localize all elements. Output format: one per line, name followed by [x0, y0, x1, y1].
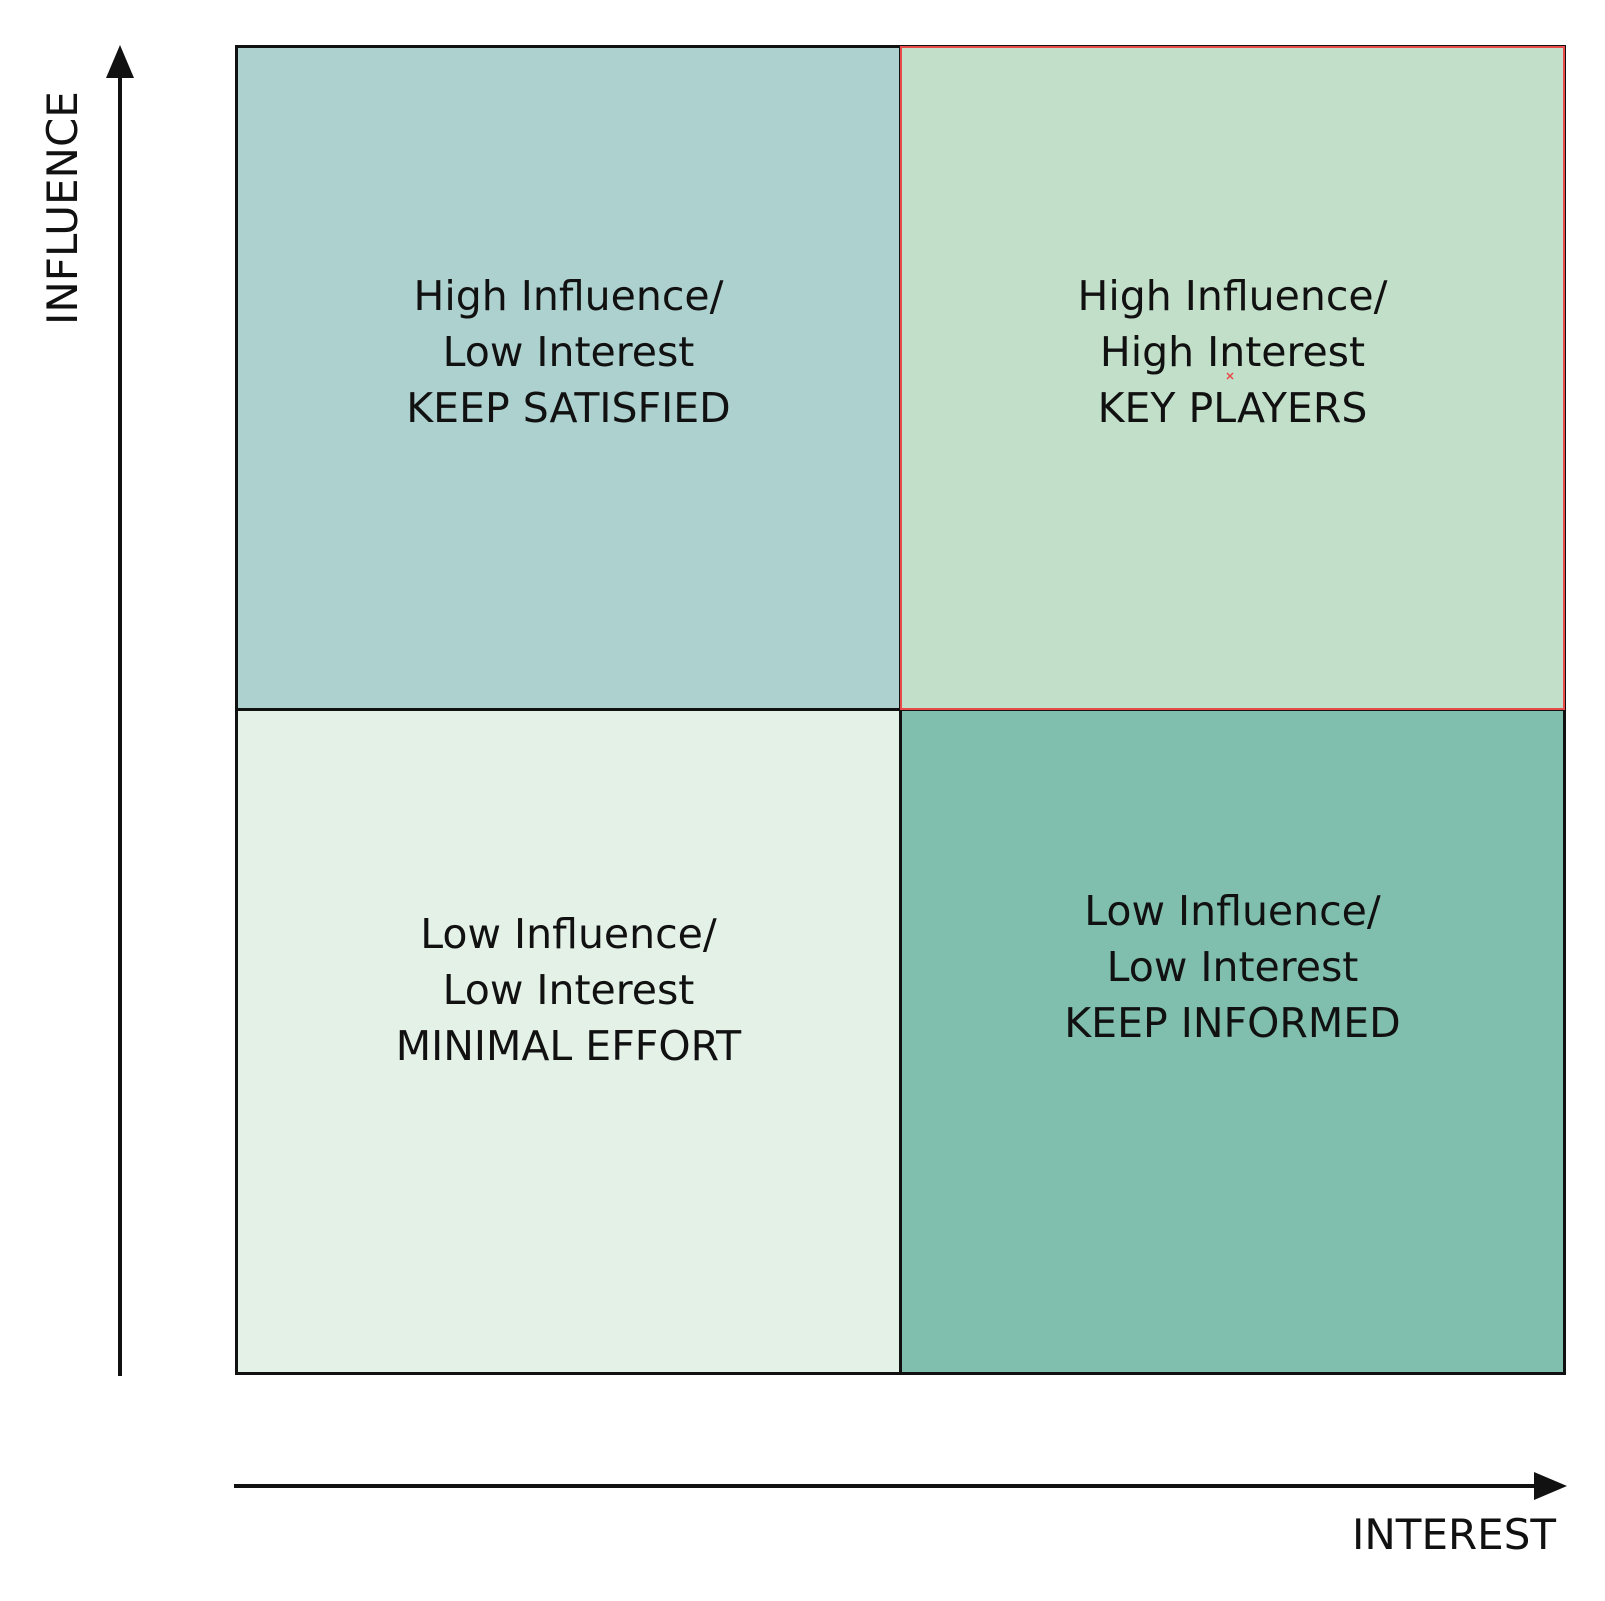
- quadrant-title: KEEP SATISFIED: [406, 384, 731, 432]
- x-axis-arrowhead: [1534, 1472, 1567, 1500]
- quadrant-keep-informed[interactable]: Low Influence/ Low Interest KEEP INFORME…: [899, 708, 1566, 1375]
- quadrant-line: Low Interest: [1106, 943, 1359, 991]
- quadrant-line: Low Influence/: [420, 910, 717, 958]
- quadrant-keep-satisfied[interactable]: High Influence/ Low Interest KEEP SATISF…: [235, 45, 902, 711]
- quadrant-line: High Influence/: [1077, 272, 1388, 320]
- quadrant-line: High Influence/: [413, 272, 724, 320]
- quadrant-key-players[interactable]: High Influence/ High Interest KEY PLAYER…: [899, 45, 1566, 711]
- quadrant-title: KEY PLAYERS: [1097, 384, 1368, 432]
- quadrant-title: MINIMAL EFFORT: [395, 1022, 742, 1070]
- y-axis-label: INFLUENCE: [38, 91, 87, 325]
- quadrant-line: Low Interest: [442, 328, 695, 376]
- x-axis-label: INTEREST: [1352, 1510, 1557, 1559]
- y-axis-arrowhead: [106, 45, 134, 78]
- quadrant-line: Low Interest: [442, 966, 695, 1014]
- quadrant-minimal-effort[interactable]: Low Influence/ Low Interest MINIMAL EFFO…: [235, 708, 902, 1375]
- quadrant-title: KEEP INFORMED: [1064, 999, 1401, 1047]
- quadrant-line: High Interest: [1099, 328, 1366, 376]
- quadrant-line: Low Influence/: [1084, 887, 1381, 935]
